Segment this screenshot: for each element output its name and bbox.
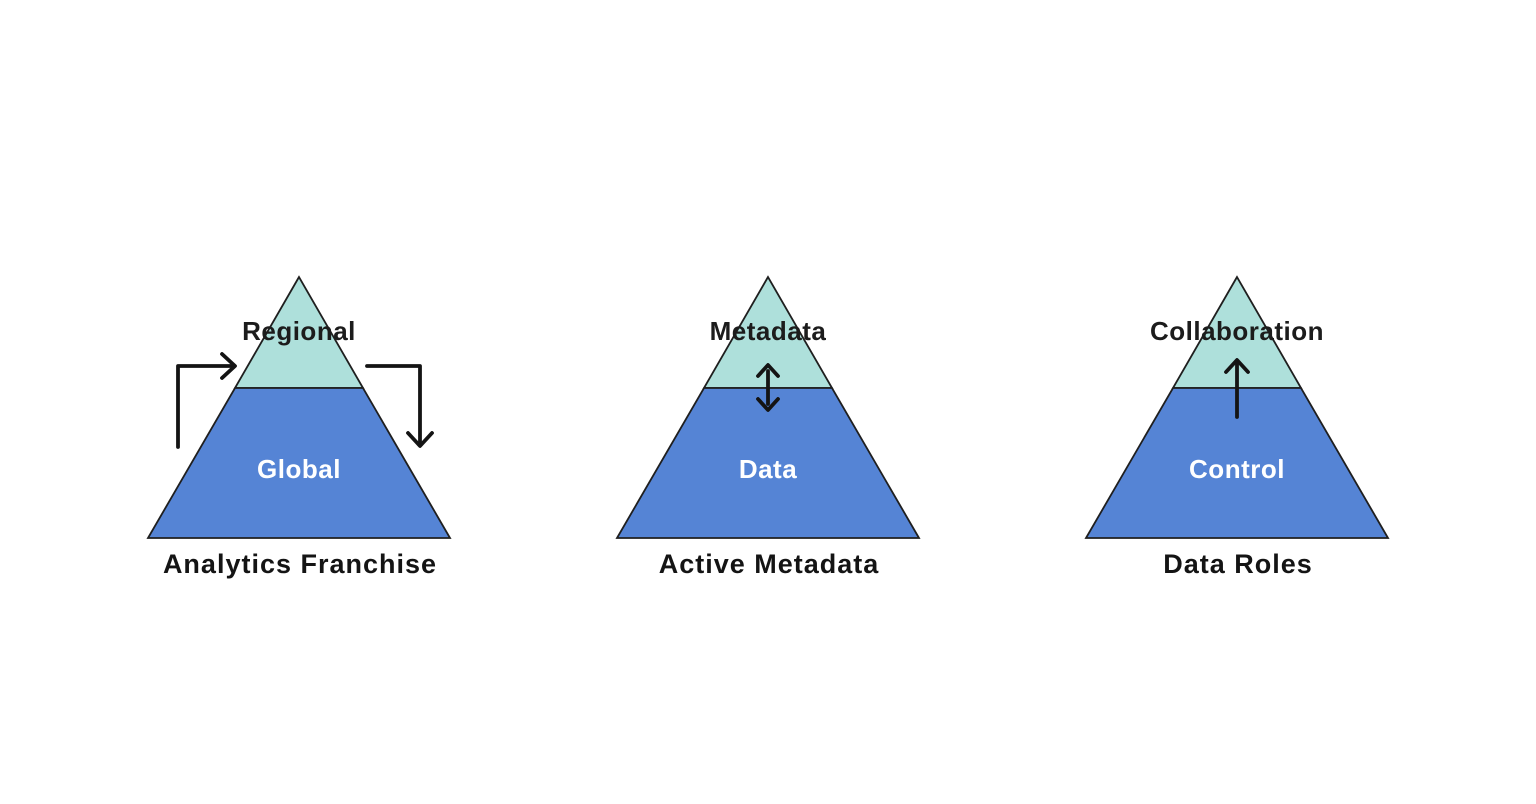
loop-out-down-arrow-icon <box>365 364 434 448</box>
up-arrow-icon <box>1224 358 1250 419</box>
pyramid-caption: Data Roles <box>1163 549 1313 579</box>
pyramid-top-label: Collaboration <box>1150 316 1324 346</box>
pyramid-bottom-section <box>1084 387 1390 539</box>
pyramid-caption: Active Metadata <box>658 549 880 579</box>
pyramid-caption: Analytics Franchise <box>162 549 438 579</box>
pyramid-bottom-section <box>615 387 921 539</box>
pyramid-figure-active-metadata: Metadata Data Active Metadata <box>599 260 939 605</box>
pyramid-bottom-label: Global <box>257 454 341 484</box>
pyramid-figure-data-roles: Collaboration Control Data Roles <box>1068 260 1408 605</box>
loop-in-right-arrow-icon <box>176 352 237 449</box>
pyramid-figure-analytics-franchise: Regional Global Analytics Franchise <box>130 260 470 605</box>
pyramid-top-label: Metadata <box>710 316 827 346</box>
pyramid-bottom-section <box>146 387 452 539</box>
pyramid-bottom-label: Control <box>1189 454 1285 484</box>
pyramid-diagram: Collaboration Control <box>1084 275 1390 539</box>
pyramid-bottom-label: Data <box>739 454 797 484</box>
pyramid-top-label: Regional <box>242 316 356 346</box>
pyramid-diagram: Metadata Data <box>615 275 921 539</box>
double-headed-vertical-arrow-icon <box>756 363 780 412</box>
pyramid-diagram: Regional Global <box>146 275 452 539</box>
